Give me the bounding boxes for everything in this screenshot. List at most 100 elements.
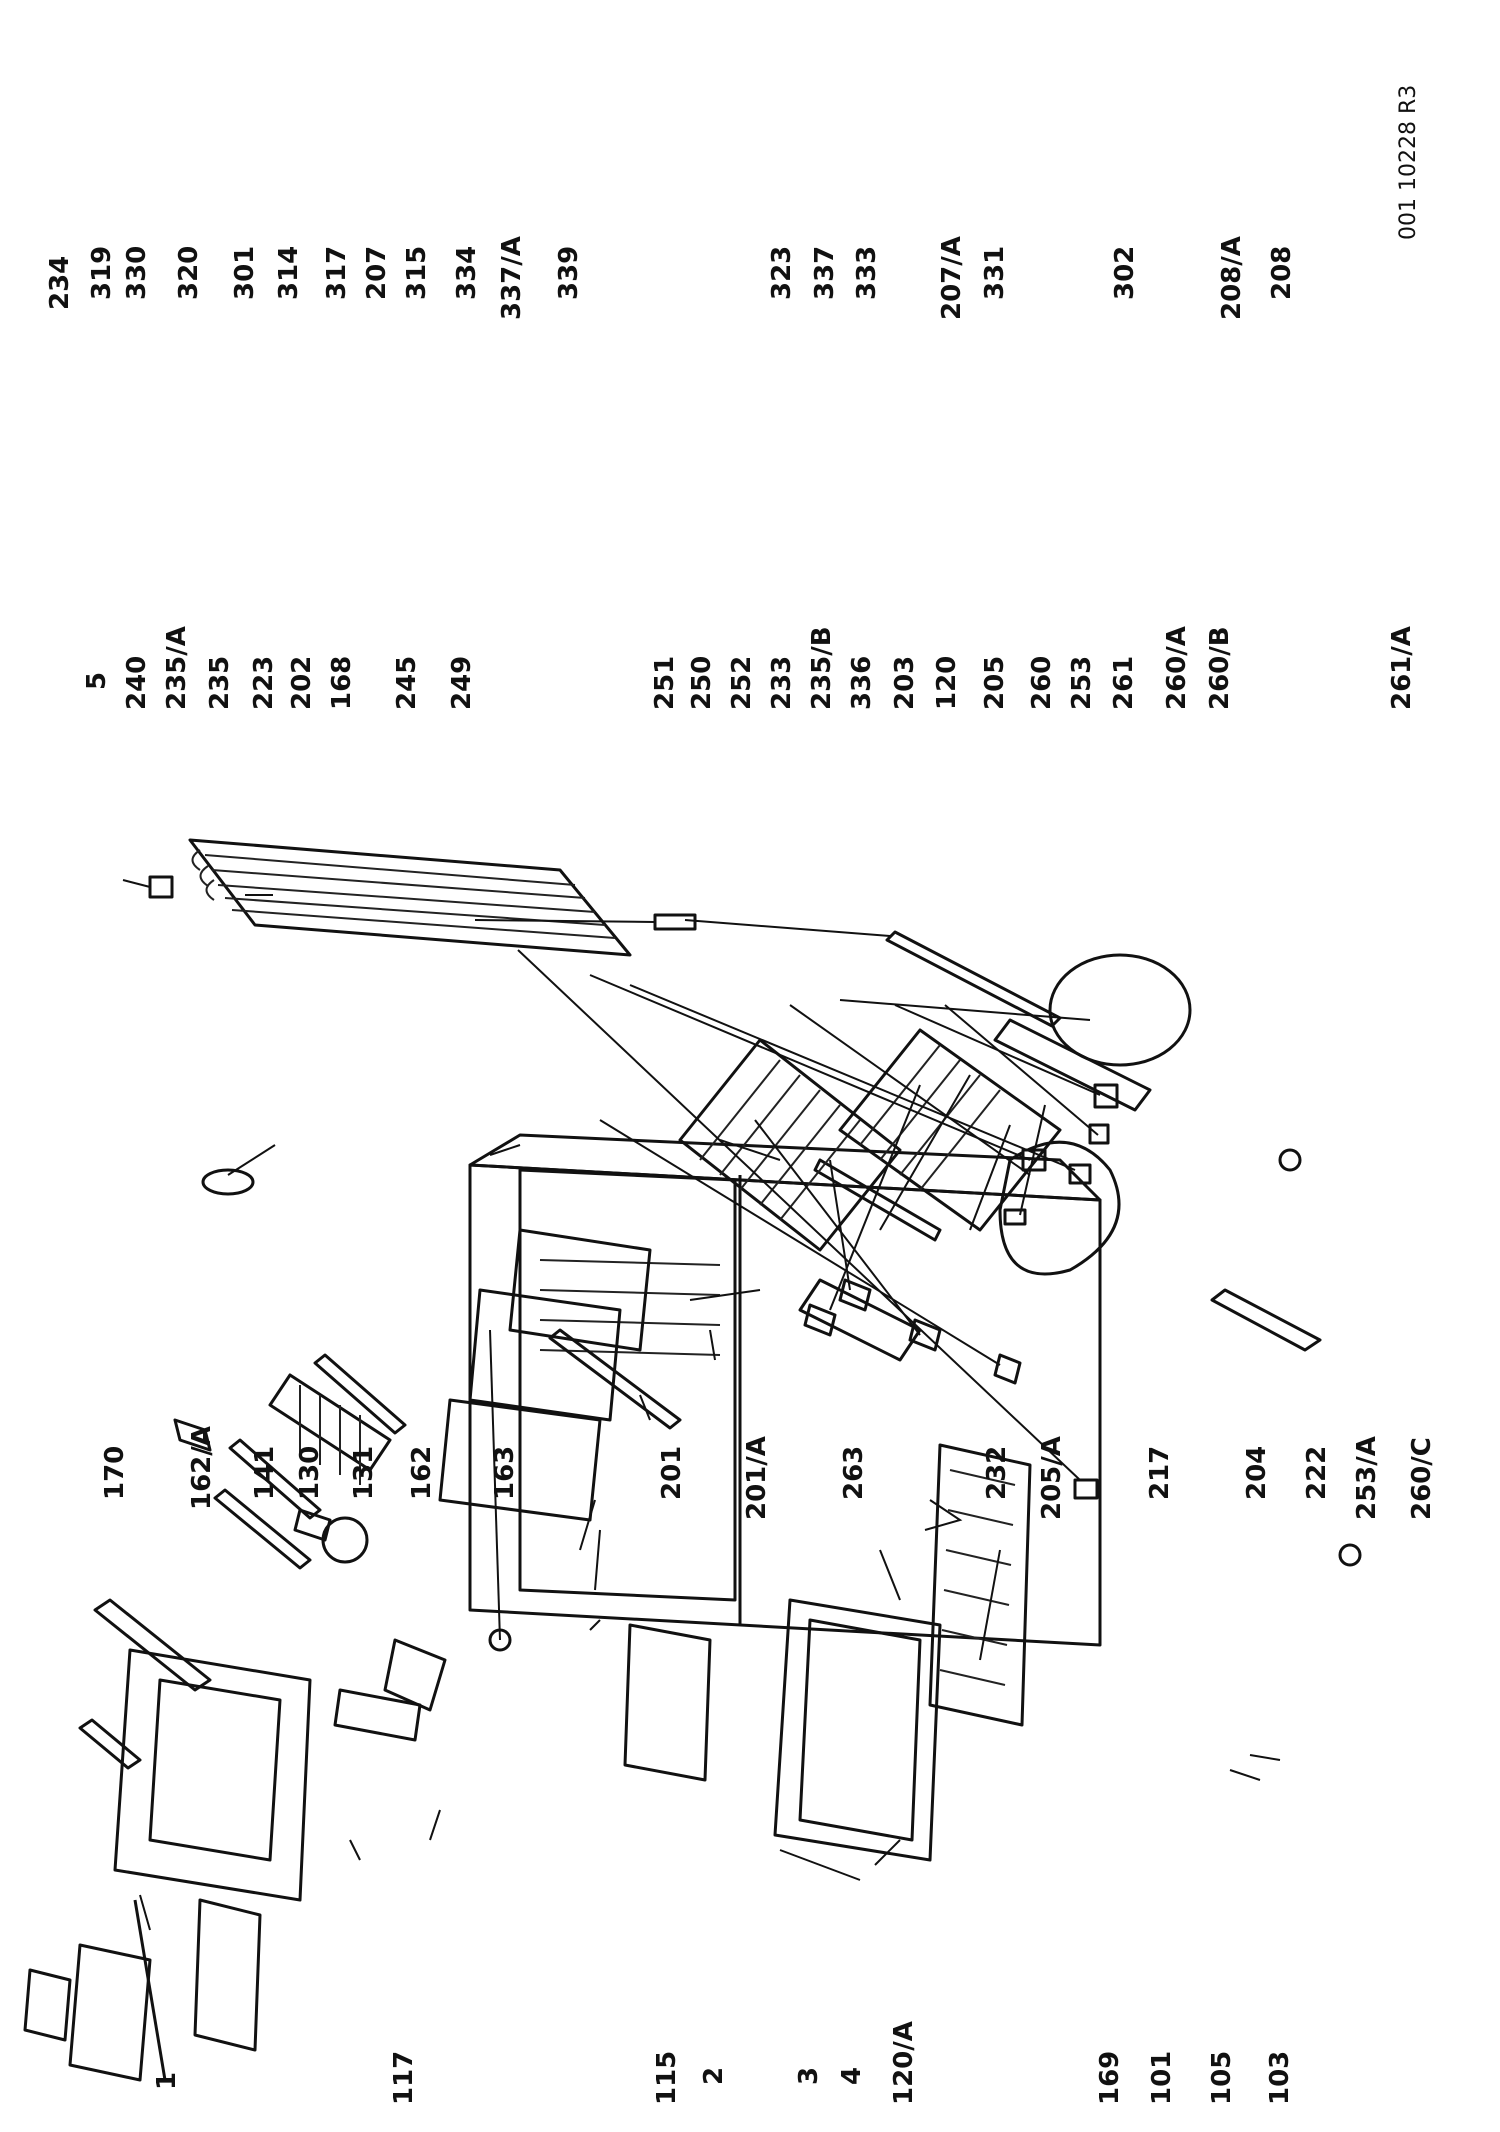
leader-lines [122,879,1281,1931]
part-240-tray [93,1598,212,1692]
drip-tray [1210,1288,1322,1352]
compressor-cover [998,1140,1121,1276]
door-301 [113,1648,312,1902]
label-117: 117 [389,2051,419,2105]
label-232: 232 [982,1446,1012,1500]
part-130 [293,1508,332,1542]
part-261-panel [798,1278,922,1362]
label-141: 141 [250,1446,280,1500]
part-249 [313,1353,407,1435]
label-317: 317 [322,246,352,300]
label-105: 105 [1207,2051,1237,2105]
label-204: 204 [1242,1446,1272,1500]
part-245-grid [299,1385,361,1485]
label-201: 201 [657,1446,687,1500]
label-240: 240 [122,656,152,710]
part-334-rail [333,1688,422,1742]
part-252-drawer [508,1228,652,1352]
label-115: 115 [652,2051,682,2105]
label-203: 203 [890,656,920,710]
part-333-rail [623,1623,712,1782]
label-168: 168 [327,656,357,710]
part-320-shelf [68,1943,152,2082]
label-235: 235 [205,656,235,710]
label-337: 337 [810,246,840,300]
label-222: 222 [1302,1446,1332,1500]
part-1-block [148,875,174,899]
part-250-drawer [468,1288,622,1422]
label-202: 202 [287,656,317,710]
label-120a: 120/A [889,2021,919,2105]
label-163: 163 [490,1446,520,1500]
part-162 [383,1638,447,1712]
label-131: 131 [349,1446,379,1500]
label-205a: 205/A [1037,1436,1067,1520]
label-235a: 235/A [162,626,192,710]
label-260b: 260/B [1205,626,1235,710]
label-130: 130 [295,1446,325,1500]
part-233-rail [548,1328,682,1430]
label-261a: 261/A [1387,626,1417,710]
label-314: 314 [274,246,304,300]
label-337a: 337/A [497,236,527,320]
part-260b [1003,1208,1027,1226]
label-207a: 207/A [937,236,967,320]
label-4: 4 [837,2067,867,2085]
label-245: 245 [392,656,422,710]
label-1: 1 [152,2072,182,2090]
label-207: 207 [362,246,392,300]
label-249: 249 [447,656,477,710]
label-205: 205 [980,656,1010,710]
drawing-code: 001 10228 R3 [1396,85,1421,240]
label-334: 334 [452,246,482,300]
part-5 [78,1718,142,1770]
condenser-coil [188,838,632,957]
label-120: 120 [932,656,962,710]
label-201a: 201/A [742,1436,772,1520]
label-101: 101 [1147,2051,1177,2105]
label-252: 252 [727,656,757,710]
part-217 [838,1278,872,1312]
part-222 [813,1158,942,1242]
label-5: 5 [82,672,112,690]
label-223: 223 [249,656,279,710]
part-103 [1088,1123,1110,1145]
label-302: 302 [1110,246,1140,300]
part-round-b [1338,1543,1362,1567]
label-170: 170 [100,1446,130,1500]
label-251: 251 [650,656,680,710]
label-323: 323 [767,246,797,300]
part-204 [803,1303,837,1337]
part-round-a [1278,1148,1302,1172]
label-208: 208 [1267,246,1297,300]
part-201a [993,1353,1022,1385]
label-320: 320 [174,246,204,300]
label-261: 261 [1109,656,1139,710]
part-319-eggtray [23,1968,72,2042]
cabinet [468,1133,1102,1647]
label-234: 234 [45,256,75,310]
label-260: 260 [1027,656,1057,710]
label-162a: 162/A [187,1426,217,1510]
door-302 [773,1598,942,1862]
compressor [1048,953,1192,1067]
door-331-grille [928,1443,1032,1727]
label-253a: 253/A [1352,1436,1382,1520]
part-162a [173,1418,212,1452]
part-115-drier [653,913,697,931]
part-261a-panel [993,1018,1152,1112]
part-245-shelf [268,1373,392,1472]
label-217: 217 [1145,1446,1175,1500]
label-233: 233 [767,656,797,710]
part-170 [201,1168,255,1196]
label-339: 339 [554,246,584,300]
label-250: 250 [687,656,717,710]
label-103: 103 [1265,2051,1295,2105]
part-168-rail [228,1438,322,1520]
label-235b: 235/B [807,626,837,710]
part-202-rail [213,1488,312,1570]
label-333: 333 [852,246,882,300]
label-169: 169 [1095,2051,1125,2105]
label-260c: 260/C [1407,1437,1437,1520]
part-131 [321,1516,369,1564]
